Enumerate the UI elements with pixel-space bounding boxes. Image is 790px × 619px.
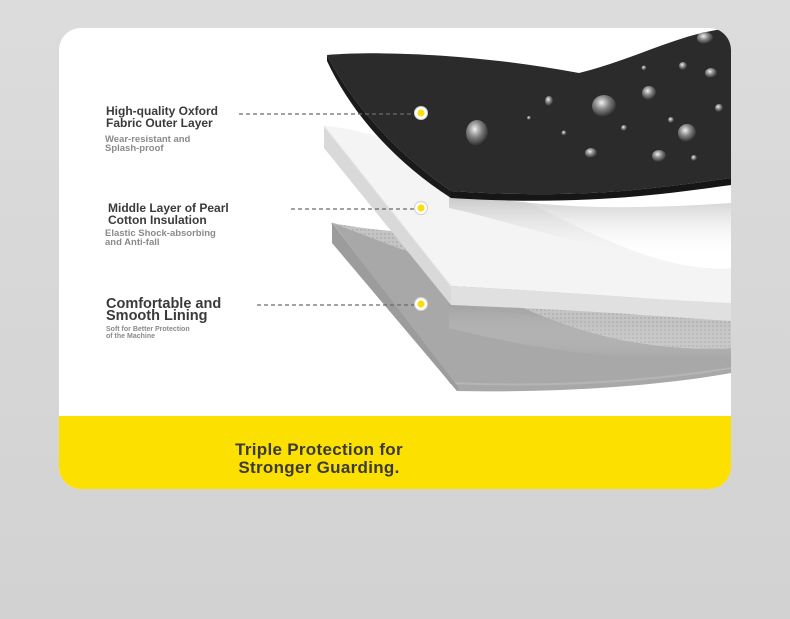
middle-layer-subtitle: Elastic Shock-absorbing and Anti-fall: [105, 228, 216, 248]
yellow-banner: Triple Protection for Stronger Guarding.: [59, 416, 731, 489]
lining-layer-subtitle: Soft for Better Protection of the Machin…: [106, 326, 190, 340]
lining-layer-title: Comfortable and Smooth Lining: [106, 296, 222, 324]
outer-layer-title: High-quality Oxford Fabric Outer Layer: [106, 104, 218, 130]
product-feature-card: High-quality Oxford Fabric Outer Layer W…: [59, 28, 731, 489]
leader-line-middle: [291, 201, 428, 215]
water-droplets: [466, 32, 723, 162]
middle-layer-title: Middle Layer of Pearl Cotton Insulation: [108, 201, 229, 227]
outer-layer-subtitle: Wear-resistant and Splash-proof: [105, 134, 191, 154]
leader-line-outer: [239, 106, 428, 120]
fabric-layers-illustration: [239, 28, 731, 392]
banner-title: Triple Protection for Stronger Guarding.: [235, 440, 403, 477]
outer-layer-shape: [327, 28, 731, 201]
leader-line-lining: [257, 297, 428, 311]
